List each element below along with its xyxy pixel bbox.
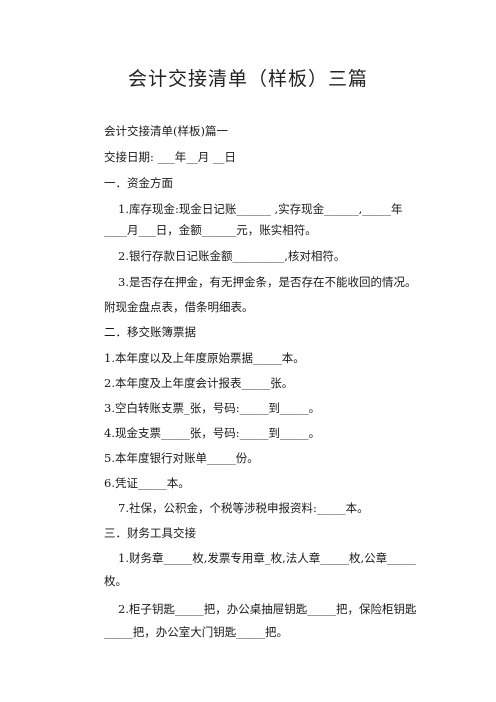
list-item-keys-2: _____把，办公室大门钥匙_____把。	[104, 625, 288, 639]
list-item-cash-1: 1.库存现金:现金日记账______ ,实存现金______,_____年	[118, 202, 403, 216]
list-item-cash-cheques: 4.现金支票_____张，号码:_____到_____。	[104, 426, 321, 440]
handover-date-line: 交接日期: ___年__月 __日	[104, 150, 236, 164]
section-heading-funds: 一．资金方面	[104, 176, 173, 190]
list-item-deposit-check: 3.是否存在押金，有无押金条，是否存在不能收回的情况。	[118, 275, 417, 289]
list-item-tax-documents: 7.社保，公积金，个税等涉税申报资料:_____本。	[118, 501, 369, 515]
list-item-financial-reports: 2.本年度及上年度会计报表_____张。	[104, 376, 294, 390]
section-heading-tools: 三．财务工具交接	[104, 526, 196, 540]
list-item-keys-1: 2.柜子钥匙_____把，办公桌抽屉钥匙_____把，保险柜钥匙	[118, 602, 417, 616]
list-item-original-receipts: 1.本年度以及上年度原始票据_____本。	[104, 351, 305, 365]
list-item-seals-1: 1.财务章_____枚,发票专用章_枚,法人章_____枚,公章_____	[118, 551, 416, 565]
document-title: 会计交接清单（样板）三篇	[127, 68, 368, 90]
list-item-bank-statements: 5.本年度银行对账单_____份。	[104, 451, 259, 465]
section-heading-books: 二．移交账簿票据	[104, 325, 196, 339]
list-item-vouchers: 6.凭证_____本。	[104, 476, 190, 490]
list-item-bank-deposit: 2.银行存款日记账金额_________,核对相符。	[118, 249, 346, 263]
list-item-cash-2: ____月___日，金额______元，账实相符。	[104, 223, 317, 237]
document-subtitle: 会计交接清单(样板)篇一	[104, 124, 228, 138]
list-item-transfer-cheques: 3.空白转账支票_张，号码:_____到_____。	[104, 401, 321, 415]
note-attachments: 附现金盘点表，借条明细表。	[104, 300, 254, 314]
list-item-seals-2: 枚。	[104, 574, 127, 588]
